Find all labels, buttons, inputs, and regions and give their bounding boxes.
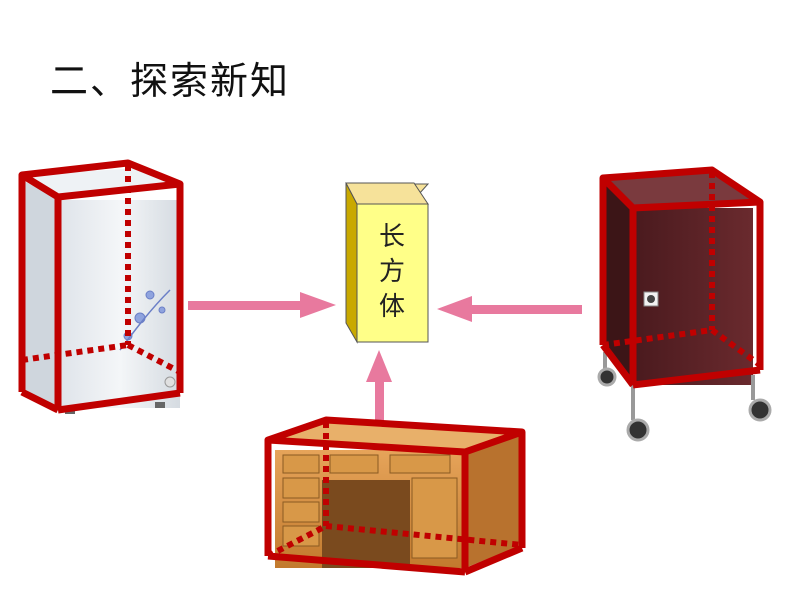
cuboid-label-char-1: 长 xyxy=(379,222,405,252)
cabinet-image xyxy=(597,173,772,442)
cuboid-label-char-3: 体 xyxy=(379,292,405,322)
desk-outline xyxy=(264,416,526,576)
section-title: 二、探索新知 xyxy=(50,59,291,103)
cabinet-outline xyxy=(599,166,764,389)
desk-image xyxy=(268,420,525,568)
cuboid-block: 长 方 体 xyxy=(345,182,430,344)
arrow-from-cabinet xyxy=(437,296,582,322)
arrow-from-freezer xyxy=(188,292,336,318)
freezer-outline xyxy=(18,159,184,414)
cuboid-label-char-2: 方 xyxy=(379,257,405,287)
freezer-image xyxy=(22,168,180,414)
